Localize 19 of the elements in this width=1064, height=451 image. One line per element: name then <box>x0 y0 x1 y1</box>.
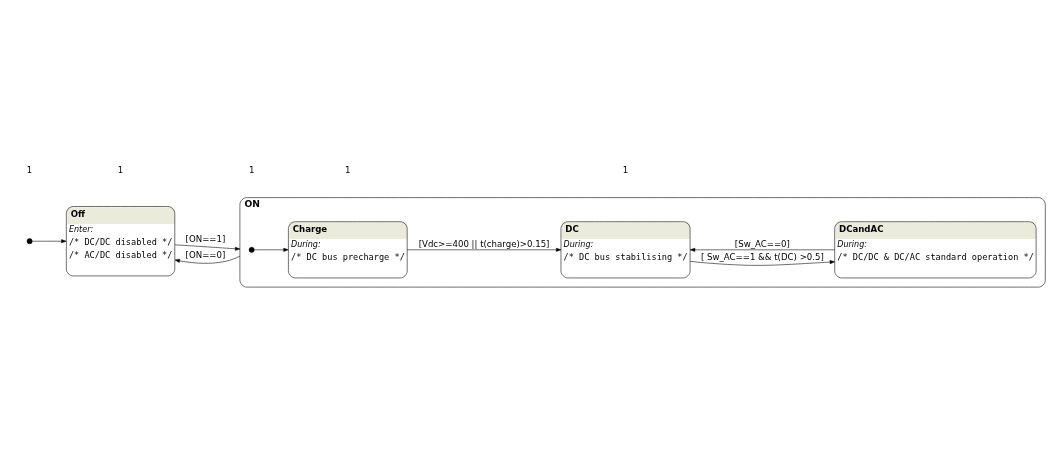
label: 1 <box>622 164 629 175</box>
label: 1 <box>117 164 124 175</box>
edge-label: [Vdc>=400 || t(charge)>0.15] <box>418 238 550 249</box>
node-circle <box>248 246 255 253</box>
arrow <box>254 247 289 252</box>
edge-label: [Sw_AC==0] <box>734 238 790 249</box>
node-circle <box>26 237 33 244</box>
edge-label: [ Sw_AC==1 && t(DC) >0.5] <box>700 251 824 262</box>
arrow <box>31 238 67 243</box>
arrow <box>406 247 562 252</box>
label: 1 <box>248 164 255 175</box>
label: 1 <box>26 164 33 175</box>
arrow <box>690 247 835 252</box>
arrow <box>690 259 835 266</box>
arrow <box>174 244 241 251</box>
label: 1 <box>345 164 351 175</box>
edge-label: [ON==0] <box>185 249 226 260</box>
edge-label: [ON==1] <box>185 233 226 244</box>
arrow <box>174 255 241 264</box>
